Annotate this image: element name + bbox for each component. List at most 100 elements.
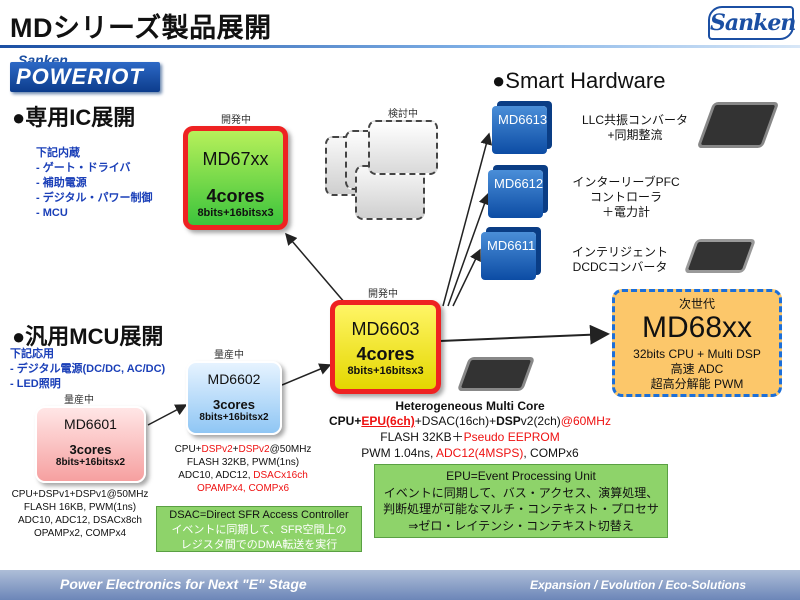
header-rule xyxy=(0,45,800,48)
status-label-review: 検討中 xyxy=(388,109,418,120)
description-line: DCDCコンバータ xyxy=(572,260,668,274)
spec-line: CPU+DSPv1+DSPv1@50MHz xyxy=(11,489,149,500)
bullet: ● xyxy=(12,324,26,349)
note-line: ⇒ゼロ・レイテンシ・コンテキスト切替え xyxy=(408,518,634,533)
list-item: - LED照明 xyxy=(10,378,61,390)
product-feature: 32bits CPU + Multi DSP xyxy=(633,347,761,361)
note-line: DSAC=Direct SFR Access Controller xyxy=(169,509,349,521)
status-label-mass: 量産中 xyxy=(214,350,244,361)
dedicated-feature-list: 下記内蔵 - ゲート・ドライバ - 補助電源 - デジタル・パワー制御 - MC… xyxy=(36,146,153,221)
spec-line: FLASH 32KB, PWM(1ns) xyxy=(186,457,300,468)
section-title: 汎用MCU展開 xyxy=(25,324,164,349)
product-bits: 8bits+16bitsx3 xyxy=(197,207,274,219)
arrow-md6603-md6612 xyxy=(447,192,491,307)
spec-line: PWM 1.04ns, ADC12(4MSPS), COMPx6 xyxy=(361,446,579,460)
footer-slogan: Power Electronics for Next "E" Stage xyxy=(60,576,307,592)
footer-bar xyxy=(0,570,800,600)
md6612-description: インターリーブPFC コントローラ ＋電力計 xyxy=(566,175,686,220)
bullet: ● xyxy=(12,105,26,130)
section-smart-hardware: ●Smart Hardware xyxy=(492,68,665,94)
footer-tagline: Expansion / Evolution / Eco-Solutions xyxy=(530,578,747,592)
spec-line: CPU+DSPv2+DSPv2@50MHz xyxy=(174,444,312,455)
spec-heading: Heterogeneous Multi Core xyxy=(395,399,545,413)
description-line: +同期整流 xyxy=(607,128,663,142)
description-line: コントローラ xyxy=(589,190,662,204)
md6611-description: インテリジェント DCDCコンバータ xyxy=(560,245,680,275)
product-md6611[interactable]: MD6611 xyxy=(481,232,536,280)
product-name: MD67xx xyxy=(202,149,269,169)
spec-line: ADC10, ADC12, DSACx8ch xyxy=(18,515,142,526)
product-name: MD6613 xyxy=(498,112,548,127)
spec-line: CPU+EPU(6ch)+DSAC(16ch)+DSPv2(2ch)@60MHz xyxy=(329,414,611,428)
product-cores: 3cores xyxy=(69,442,112,457)
arrow-md6603-md68xx xyxy=(439,324,610,345)
spec-line: FLASH 32KB＋Pseudo EEPROM xyxy=(380,430,560,444)
product-name: MD6611 xyxy=(487,238,536,253)
spec-line: OPAMPx4, COMPx6 xyxy=(196,483,290,494)
list-item: - デジタル電源(DC/DC, AC/DC) xyxy=(10,363,166,375)
note-line: 判断処理が可能なマルチ・コンテキスト・プロセサ xyxy=(383,502,659,516)
product-feature: 超高分解能 PWM xyxy=(650,377,744,391)
product-feature: 高速 ADC xyxy=(670,362,724,376)
list-item: 下記応用 xyxy=(10,348,54,360)
logo-poweriot: POWERIOT xyxy=(10,62,160,92)
product-cores: 3cores xyxy=(213,397,255,412)
spec-line: OPAMPx2, COMPx4 xyxy=(33,528,127,539)
section-general-mcu: ●汎用MCU展開 xyxy=(12,319,163,351)
product-name: MD6603 xyxy=(351,319,420,339)
note-line: イベントに同期して、バス・アクセス、演算処理、 xyxy=(383,485,659,500)
product-md67xx[interactable]: MD67xx 4cores 8bits+16bitsx3 xyxy=(183,126,288,230)
product-md6602[interactable]: MD6602 3cores 8bits+16bitsx2 xyxy=(186,361,282,435)
list-item: - ゲート・ドライバ xyxy=(36,162,131,174)
description-line: LLC共振コンバータ xyxy=(581,113,688,127)
md6602-spec: CPU+DSPv2+DSPv2@50MHz FLASH 32KB, PWM(1n… xyxy=(160,443,326,495)
section-title: 専用IC展開 xyxy=(25,105,136,130)
spec-line: ADC10, ADC12, DSACx16ch xyxy=(178,470,308,481)
md6613-description: LLC共振コンバータ +同期整流 xyxy=(575,113,695,143)
status-label-dev: 開発中 xyxy=(368,289,398,300)
description-line: インターリーブPFC xyxy=(572,175,680,189)
chip-image xyxy=(460,360,532,388)
list-item: - 補助電源 xyxy=(36,177,87,189)
arrow-md6603-md6611 xyxy=(452,248,481,307)
md6601-spec: CPU+DSPv1+DSPv1@50MHz FLASH 16KB, PWM(1n… xyxy=(0,488,160,540)
product-bits: 8bits+16bitsx2 xyxy=(199,412,269,423)
product-bits: 8bits+16bitsx2 xyxy=(55,457,126,468)
note-line: レジスタ間でのDMA転送を実行 xyxy=(180,539,338,551)
product-name: MD6601 xyxy=(64,416,117,432)
description-line: インテリジェント xyxy=(571,245,668,259)
product-md6612[interactable]: MD6612 xyxy=(488,170,543,218)
product-md6613[interactable]: MD6613 xyxy=(492,106,547,154)
status-label-dev: 開発中 xyxy=(221,115,251,126)
list-item: - デジタル・パワー制御 xyxy=(36,192,153,204)
product-name: MD6612 xyxy=(494,176,544,191)
section-title: Smart Hardware xyxy=(505,68,666,93)
product-name: MD6602 xyxy=(207,371,261,387)
status-label-mass: 量産中 xyxy=(64,395,94,406)
epu-note: EPU=Event Processing Unit イベントに同期して、バス・ア… xyxy=(374,464,668,538)
page-title: MDシリーズ製品展開 xyxy=(10,13,272,43)
product-md6601[interactable]: MD6601 3cores 8bits+16bitsx2 xyxy=(35,406,146,483)
product-cores: 4cores xyxy=(356,344,415,364)
chip-image xyxy=(687,242,753,270)
product-md68xx[interactable]: 次世代 MD68xx 32bits CPU + Multi DSP 高速 ADC… xyxy=(612,289,782,397)
spec-line: FLASH 16KB, PWM(1ns) xyxy=(23,502,137,513)
list-item: 下記内蔵 xyxy=(36,147,80,159)
sanken-logo: Sanken xyxy=(708,6,796,40)
product-name: MD68xx xyxy=(641,311,753,344)
section-dedicated-ic: ●専用IC展開 xyxy=(12,100,135,132)
md6603-spec: Heterogeneous Multi Core CPU+EPU(6ch)+DS… xyxy=(300,399,640,461)
bullet: ● xyxy=(492,68,506,93)
arrow-md6602-md6603 xyxy=(281,363,332,386)
product-cores: 4cores xyxy=(206,186,265,206)
product-bits: 8bits+16bitsx3 xyxy=(347,365,424,377)
arrow-md6603-md6613 xyxy=(442,132,493,307)
product-md6603[interactable]: MD6603 4cores 8bits+16bitsx3 xyxy=(330,300,441,394)
status-label-next: 次世代 xyxy=(678,297,715,311)
arrow-md6603-md67xx xyxy=(285,232,346,304)
description-line: ＋電力計 xyxy=(601,205,650,219)
candidate-box xyxy=(368,120,438,175)
list-item: - MCU xyxy=(36,207,68,219)
note-line: イベントに同期して、SFR空間上の xyxy=(171,524,347,536)
